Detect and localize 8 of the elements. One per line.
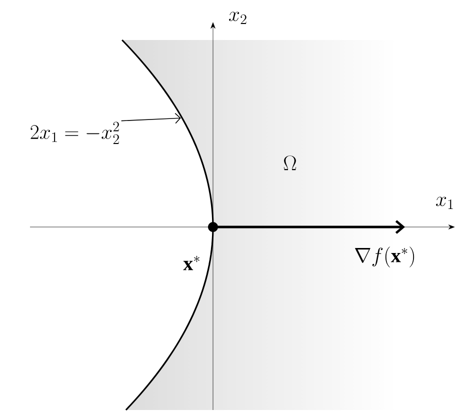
vector-label: $\nabla f(\mathbf{x}^*)$ — [355, 246, 414, 268]
point-label: $\mathbf{x}^*$ — [183, 256, 200, 270]
equation-label: $2x_1 = -x_2^2$ — [30, 122, 119, 144]
axis-label: $x_2$ — [229, 12, 246, 24]
leader-arrow — [120, 112, 181, 124]
axis-label: $x_1$ — [436, 196, 453, 210]
region-label: $\Omega$ — [284, 156, 296, 170]
parabola — [122, 39, 214, 411]
